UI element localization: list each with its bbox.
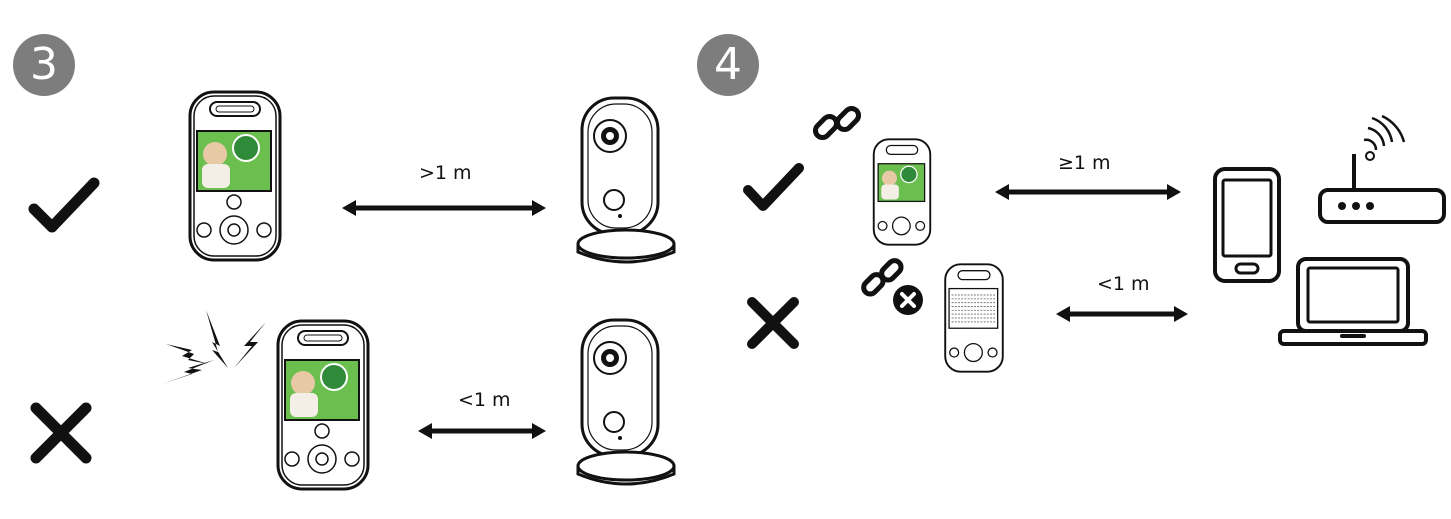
distance-label: >1 m <box>419 162 472 184</box>
parent-unit <box>944 263 1004 373</box>
wifi-router-icon <box>1318 114 1446 224</box>
baby-camera <box>576 318 676 486</box>
smartphone-icon <box>1213 167 1281 283</box>
check-icon <box>28 177 100 233</box>
baby-camera <box>576 96 676 264</box>
double-arrow <box>1056 306 1188 322</box>
double-arrow <box>418 423 546 439</box>
cross-icon <box>30 402 92 464</box>
step-3-badge: 3 <box>13 34 75 96</box>
link-broken-icon <box>861 258 923 315</box>
distance-label: <1 m <box>1097 273 1150 295</box>
cross-icon <box>747 297 799 349</box>
parent-unit <box>188 90 282 262</box>
double-arrow <box>995 184 1181 200</box>
double-arrow <box>342 200 546 216</box>
step-4-badge: 4 <box>697 34 759 96</box>
parent-unit <box>276 319 370 491</box>
parent-unit <box>872 138 932 246</box>
lightning-icon <box>162 310 266 384</box>
check-icon <box>743 163 804 211</box>
distance-label: <1 m <box>458 389 511 411</box>
laptop-icon <box>1278 257 1428 346</box>
link-icon <box>812 105 862 141</box>
distance-label: ≥1 m <box>1058 152 1111 174</box>
